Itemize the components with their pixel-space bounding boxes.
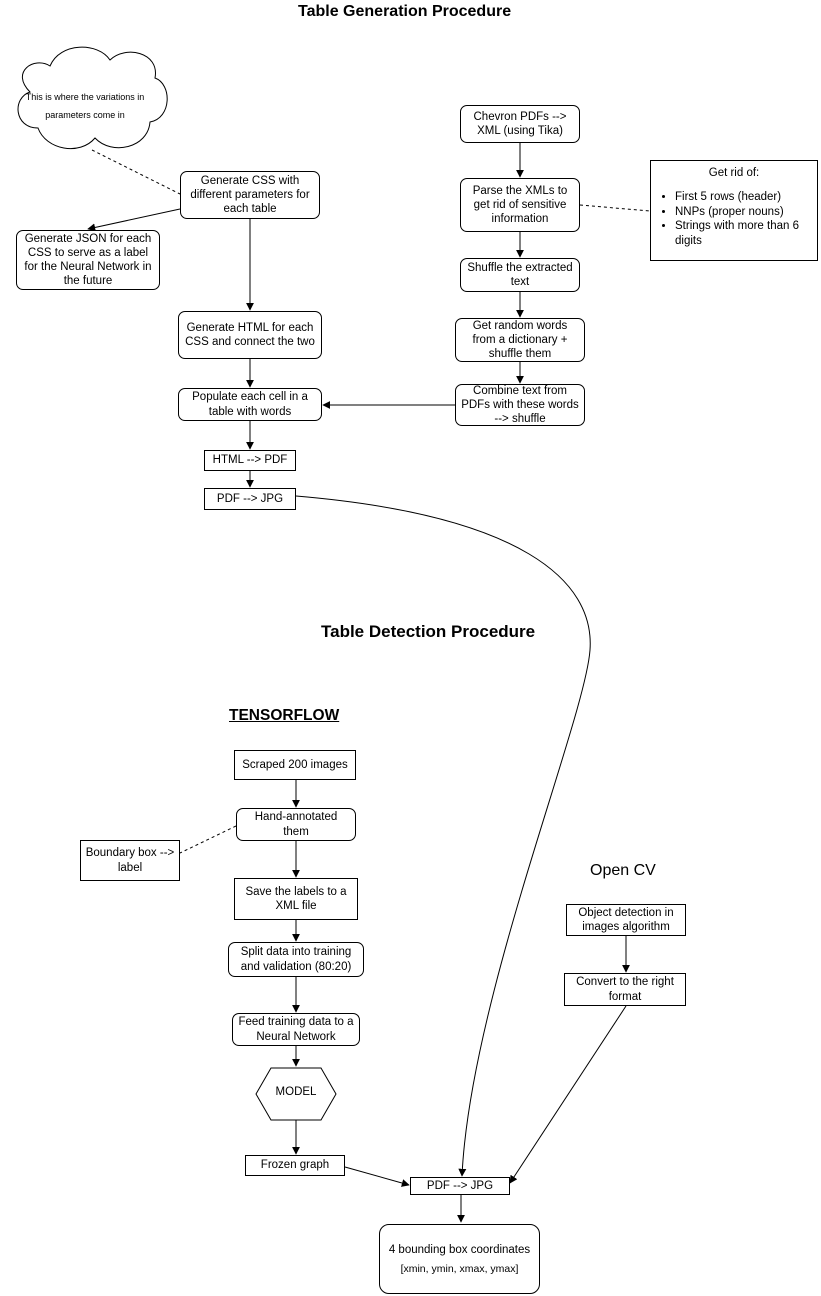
node-text: them xyxy=(283,825,309,838)
node-html-to-pdf: HTML --> PDF xyxy=(204,450,296,471)
node-random-words: Get random words from a dictionary + shu… xyxy=(455,318,585,362)
node-text: HTML --> PDF xyxy=(212,454,288,467)
node-text: Generate JSON for each xyxy=(24,232,152,245)
node-text: PDF --> JPG xyxy=(216,492,284,505)
node-generate-css: Generate CSS with different parameters f… xyxy=(180,171,320,219)
node-text: Hand-annotated xyxy=(254,811,338,824)
node-text: 4 bounding box coordinates xyxy=(388,1243,531,1256)
arrow-curve-pdfjpg xyxy=(295,495,591,1177)
node-split-data: Split data into training and validation … xyxy=(228,942,364,977)
dashed-parse-getrid xyxy=(579,204,651,212)
node-frozen-graph: Frozen graph xyxy=(245,1155,345,1176)
node-text: the future xyxy=(63,275,113,288)
node-text: --> shuffle xyxy=(494,413,546,426)
node-text: CSS and connect the two xyxy=(185,336,315,348)
node-text: Feed training data to a xyxy=(238,1016,354,1029)
node-text: Chevron PDFs --> xyxy=(473,110,567,123)
opencv-heading: Open CV xyxy=(590,862,656,879)
node-text: Get random words xyxy=(472,319,568,332)
node-text: each table xyxy=(223,203,277,215)
node-text: for the Neural Network in xyxy=(24,261,152,273)
node-text: and validation (80:20) xyxy=(240,960,352,973)
node-text: label xyxy=(117,861,143,874)
node-text: Populate each cell in a xyxy=(192,391,308,404)
node-pdf-to-jpg-top: PDF --> JPG xyxy=(204,488,296,510)
node-text: PDF --> JPG xyxy=(426,1180,494,1192)
cloud-line-2: parameters come in xyxy=(45,110,125,120)
node-text: Split data into training xyxy=(240,946,352,959)
node-text: XML (using Tika) xyxy=(477,125,563,137)
node-text: XML file xyxy=(275,900,317,912)
node-text: information xyxy=(491,213,549,225)
get-rid-of-item: First 5 rows (header) xyxy=(675,190,817,204)
dashed-cloud-css xyxy=(91,149,181,195)
node-model-label: MODEL xyxy=(275,1086,317,1098)
node-text: different parameters for xyxy=(190,188,310,201)
cloud-line-1: This is where the variations in xyxy=(25,92,145,102)
node-coordinates: 4 bounding box coordinates [xmin, ymin, … xyxy=(379,1224,540,1294)
node-text: get rid of sensitive xyxy=(473,198,567,211)
arrow-convert-pdfjpg xyxy=(509,1005,627,1184)
node-shuffle: Shuffle the extracted text xyxy=(460,258,580,292)
node-text: format xyxy=(608,990,642,1003)
get-rid-of-list: First 5 rows (header) NNPs (proper nouns… xyxy=(651,190,817,248)
tensorflow-heading: TENSORFLOW xyxy=(229,707,340,724)
node-combine: Combine text from PDFs with these words … xyxy=(455,384,585,426)
get-rid-of-title: Get rid of: xyxy=(708,167,760,179)
node-text: Neural Network xyxy=(256,1030,336,1043)
node-text: images algorithm xyxy=(582,921,670,933)
node-scraped: Scraped 200 images xyxy=(234,750,356,780)
node-text: Generate CSS with xyxy=(200,174,300,187)
node-populate: Populate each cell in a table with words xyxy=(178,388,322,421)
node-text: Save the labels to a xyxy=(245,885,347,898)
node-save-labels: Save the labels to a XML file xyxy=(234,878,358,920)
node-feed-training: Feed training data to a Neural Network xyxy=(232,1013,360,1046)
cloud-shape xyxy=(17,46,168,150)
node-text: Object detection in xyxy=(578,906,674,919)
arrow-css-json xyxy=(87,208,181,232)
detection-heading: Table Detection Procedure xyxy=(321,622,536,641)
node-text: from a dictionary + xyxy=(472,334,568,346)
node-text: Parse the XMLs to xyxy=(472,184,568,197)
node-text: PDFs with these words xyxy=(461,399,579,411)
model-hexagon xyxy=(255,1067,337,1121)
node-hand-annotated: Hand-annotated them xyxy=(236,808,356,841)
node-text: shuffle them xyxy=(488,348,552,361)
node-convert-format: Convert to the right format xyxy=(564,973,686,1006)
node-text: Shuffle the extracted xyxy=(467,261,573,274)
node-parse: Parse the XMLs to get rid of sensitive i… xyxy=(460,178,580,232)
node-generate-json: Generate JSON for each CSS to serve as a… xyxy=(16,230,160,290)
get-rid-of-box: Get rid of: First 5 rows (header) NNPs (… xyxy=(650,160,818,261)
node-pdf-to-jpg-bottom: PDF --> JPG xyxy=(410,1177,510,1195)
node-text: Combine text from xyxy=(473,384,567,397)
node-text: [xmin, ymin, xmax, ymax] xyxy=(400,1262,519,1275)
node-boundary-box: Boundary box --> label xyxy=(80,840,180,881)
node-text: Generate HTML for each xyxy=(186,321,314,334)
node-generate-html: Generate HTML for each CSS and connect t… xyxy=(178,311,322,359)
node-chevron: Chevron PDFs --> XML (using Tika) xyxy=(460,105,580,143)
node-text: table with words xyxy=(208,405,292,418)
arrow-frozen-pdfjpg xyxy=(344,1166,410,1187)
get-rid-of-item: Strings with more than 6 digits xyxy=(675,219,817,248)
node-text: Convert to the right xyxy=(576,976,674,989)
node-text: CSS to serve as a label xyxy=(27,246,149,259)
node-object-detection: Object detection in images algorithm xyxy=(566,904,686,936)
get-rid-of-item: NNPs (proper nouns) xyxy=(675,205,817,219)
node-text: Boundary box --> xyxy=(85,847,175,860)
dashed-hand-boundary xyxy=(179,825,237,854)
node-text: Scraped 200 images xyxy=(242,758,348,771)
node-text: Frozen graph xyxy=(260,1159,330,1172)
generation-heading: Table Generation Procedure xyxy=(298,3,512,20)
node-text: text xyxy=(510,276,530,288)
